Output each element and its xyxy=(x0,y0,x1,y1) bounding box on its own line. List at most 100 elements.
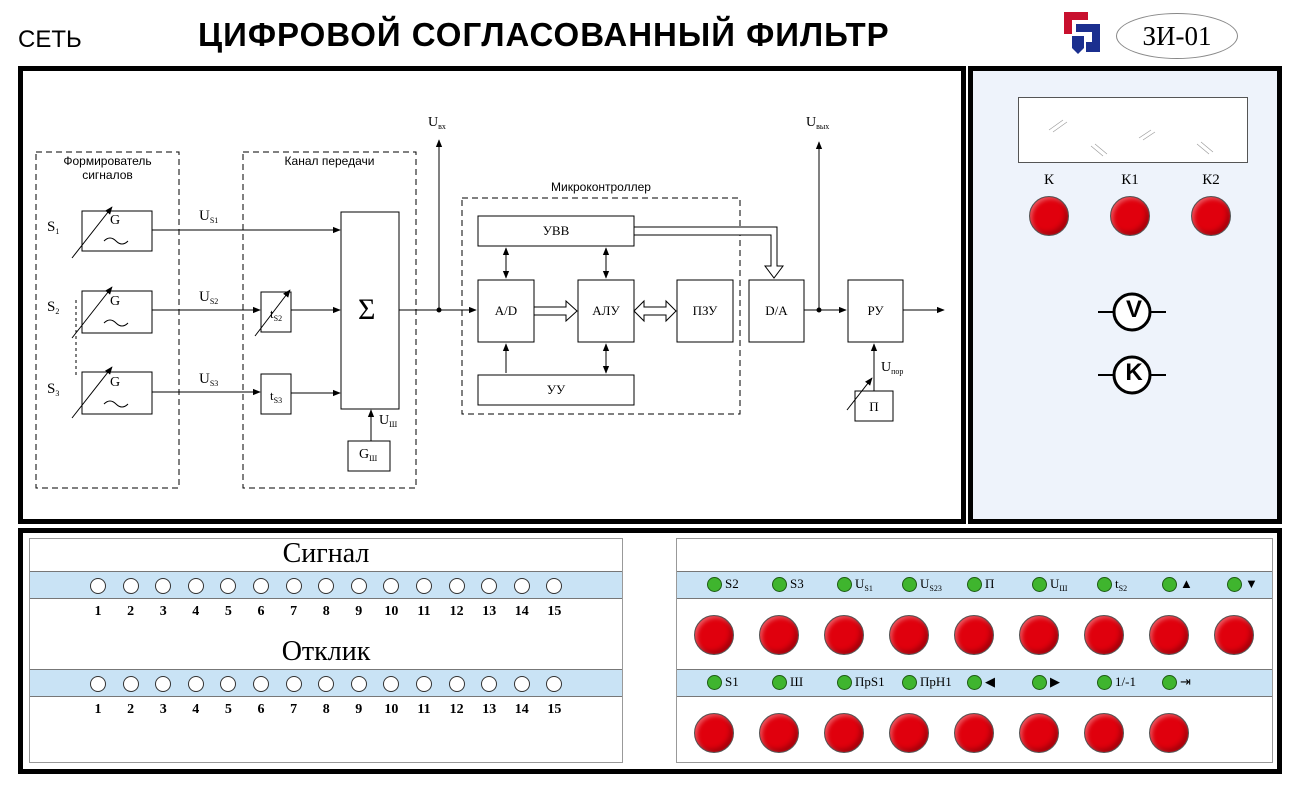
sine-wave-3 xyxy=(103,400,129,408)
row2-button-6[interactable] xyxy=(1019,713,1059,753)
row2-button-4[interactable] xyxy=(889,713,929,753)
delay-s2-label: tS2 xyxy=(270,306,283,323)
response-led-1 xyxy=(90,676,106,692)
row1-button-5[interactable] xyxy=(954,615,994,655)
row1-indicator-7 xyxy=(1097,577,1112,592)
row2-button-2[interactable] xyxy=(759,713,799,753)
pzu-label: ПЗУ xyxy=(692,303,718,318)
button-k-label: К xyxy=(1043,172,1054,188)
display-screen xyxy=(1018,97,1248,163)
response-number-2: 2 xyxy=(127,702,135,717)
signal-number-13: 13 xyxy=(482,604,497,619)
row2-indicator-label-4: ПрН1 xyxy=(920,674,952,689)
response-led-2 xyxy=(122,676,139,692)
noise-generator xyxy=(347,440,391,472)
page-title: ЦИФРОВОЙ СОГЛАСОВАННЫЙ ФИЛЬТР xyxy=(198,16,890,53)
button-k1-label: К1 xyxy=(1121,172,1139,188)
row1-button-6[interactable] xyxy=(1019,615,1059,655)
response-led-9 xyxy=(350,676,367,692)
signal-number-5: 5 xyxy=(224,604,232,619)
mcu-group-label: Микроконтроллер xyxy=(551,180,651,194)
alu-label: АЛУ xyxy=(592,303,620,318)
former-label-line2: сигналов xyxy=(82,168,133,182)
generator-3-label: G xyxy=(110,375,121,390)
signal-number-11: 11 xyxy=(417,604,431,619)
row1-indicator-2 xyxy=(772,577,787,592)
channel-group xyxy=(242,151,417,489)
delay-s3 xyxy=(260,373,292,415)
former-label-line1: Формирователь xyxy=(63,154,152,168)
row2-button-5[interactable] xyxy=(954,713,994,753)
response-led-3 xyxy=(155,676,172,692)
response-number-7: 7 xyxy=(290,702,298,717)
row2-indicator-label-2: Ш xyxy=(790,674,804,689)
response-number-3: 3 xyxy=(159,702,167,717)
noise-generator-label: GШ xyxy=(359,447,378,463)
signal-led-3 xyxy=(155,578,172,594)
response-number-11: 11 xyxy=(417,702,431,717)
model-badge: ЗИ-01 xyxy=(1116,13,1238,59)
signal-number-3: 3 xyxy=(159,604,167,619)
generator-2 xyxy=(81,290,153,334)
u-in-label: Uвх xyxy=(428,115,446,131)
signal-led-11 xyxy=(416,578,432,594)
response-number-15: 15 xyxy=(547,702,562,717)
row2-button-1[interactable] xyxy=(694,713,734,753)
uvv-label: УВВ xyxy=(542,223,570,238)
response-number-6: 6 xyxy=(257,702,265,717)
response-number-1: 1 xyxy=(94,702,102,717)
row1-button-7[interactable] xyxy=(1084,615,1124,655)
signal-us3: US3 xyxy=(199,371,219,388)
ru-block xyxy=(847,279,904,343)
signal-led-7 xyxy=(285,578,302,594)
row2-indicator-label-8: ⇥ xyxy=(1180,674,1191,689)
row2-button-3[interactable] xyxy=(824,713,864,753)
row1-indicator-5 xyxy=(967,577,982,592)
signal-number-14: 14 xyxy=(514,604,529,619)
signal-number-8: 8 xyxy=(322,604,330,619)
k1-button[interactable] xyxy=(1110,196,1150,236)
row1-button-1[interactable] xyxy=(694,615,734,655)
signal-led-12 xyxy=(448,578,465,594)
row1-button-4[interactable] xyxy=(889,615,929,655)
row1-indicator-4 xyxy=(902,577,917,592)
channel-group-label: Канал передачи xyxy=(284,154,375,168)
response-led-6 xyxy=(253,676,269,692)
response-number-4: 4 xyxy=(192,702,200,717)
signal-number-6: 6 xyxy=(257,604,265,619)
row1-button-2[interactable] xyxy=(759,615,799,655)
response-number-14: 14 xyxy=(514,702,529,717)
uu-label: УУ xyxy=(546,382,566,397)
pzu-block xyxy=(676,279,734,343)
k-button[interactable] xyxy=(1029,196,1069,236)
row1-button-8[interactable] xyxy=(1149,615,1189,655)
response-number-13: 13 xyxy=(482,702,497,717)
row1-button-3[interactable] xyxy=(824,615,864,655)
delay-s3-label: tS3 xyxy=(270,388,283,405)
k-meter-symbol: K xyxy=(1125,359,1143,386)
logo-icon xyxy=(1064,12,1100,54)
response-led-14 xyxy=(513,676,530,692)
row2-button-7[interactable] xyxy=(1084,713,1124,753)
button-k2-label: К2 xyxy=(1202,172,1220,188)
row1-indicator-label-9: ▼ xyxy=(1245,576,1258,591)
signal-number-2: 2 xyxy=(127,604,135,619)
source-s2: S2 xyxy=(47,299,60,316)
signal-led-10 xyxy=(383,578,400,594)
response-led-10 xyxy=(383,676,400,692)
row2-indicator-label-5: ◀ xyxy=(985,674,995,689)
row2-indicator-label-7: 1/-1 xyxy=(1115,674,1136,689)
row1-indicator-label-7: tS2 xyxy=(1115,576,1128,593)
signal-led-14 xyxy=(513,578,530,594)
signal-led-1 xyxy=(90,578,106,594)
row1-button-9[interactable] xyxy=(1214,615,1254,655)
sine-wave-1 xyxy=(103,237,129,245)
row2-indicator-label-3: ПрS1 xyxy=(855,674,885,689)
k2-button[interactable] xyxy=(1191,196,1231,236)
response-number-12: 12 xyxy=(449,702,464,717)
da-block xyxy=(748,279,805,343)
ad-label: A/D xyxy=(494,303,518,318)
k-meter-icon xyxy=(1098,355,1166,395)
row2-button-8[interactable] xyxy=(1149,713,1189,753)
response-led-8 xyxy=(318,676,335,692)
